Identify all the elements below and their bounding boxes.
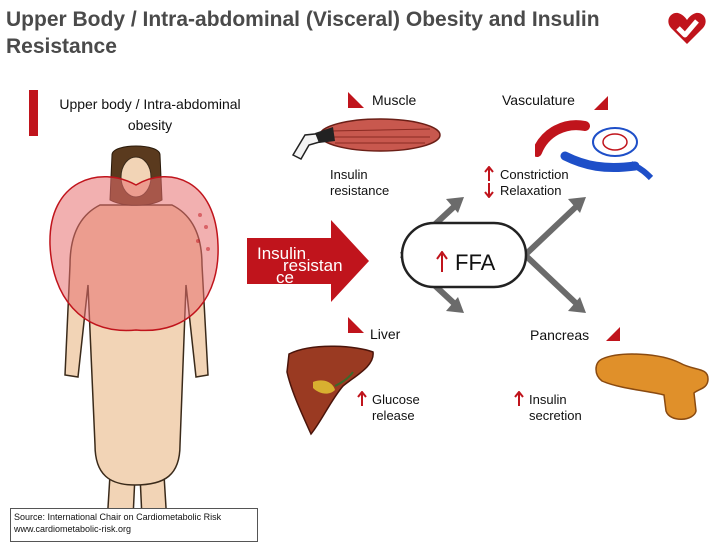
ffa-up-arrow-icon	[436, 251, 448, 272]
arrow-down-icon	[484, 183, 494, 198]
liver-label: Liver	[370, 326, 401, 342]
pancreas-illustration	[595, 353, 709, 420]
liver-illustration	[286, 345, 374, 436]
muscle-illustration	[291, 118, 441, 160]
pancreas-effect: Insulin secretion	[529, 392, 582, 423]
muscle-effect: Insulin resistance	[330, 167, 390, 198]
vasculature-effect-down: Relaxation	[500, 183, 562, 198]
heart-logo-icon	[668, 12, 706, 44]
center-arrow-line2: resistan	[283, 256, 343, 275]
obesity-label-bar	[29, 90, 38, 136]
vasculature-effect-up: Constriction	[500, 167, 569, 182]
muscle-marker-icon	[348, 92, 364, 108]
pancreas-marker-icon	[606, 327, 620, 341]
arrow-up-icon	[484, 166, 494, 181]
ffa-label: FFA	[455, 250, 496, 275]
liver-up-arrow-icon	[357, 391, 367, 406]
page-title: Upper Body / Intra-abdominal (Visceral) …	[6, 8, 600, 58]
center-arrow-line3: ce	[276, 268, 294, 287]
liver-marker-icon	[348, 317, 364, 333]
muscle-label: Muscle	[372, 92, 417, 108]
source-box: Source: International Chair on Cardiomet…	[10, 508, 258, 542]
body-figure	[49, 145, 219, 540]
vasculature-illustration	[535, 120, 654, 181]
four-way-arrow-diagram	[399, 197, 586, 313]
obesity-label: Upper body / Intra-abdominal obesity	[59, 96, 241, 133]
vasculature-label: Vasculature	[502, 92, 575, 108]
liver-effect: Glucose release	[372, 392, 420, 423]
center-arrow-line1: Insulin	[257, 244, 307, 263]
insulin-resistance-arrow	[247, 220, 369, 302]
pancreas-up-arrow-icon	[514, 391, 524, 406]
vasculature-marker-icon	[594, 96, 608, 110]
pancreas-label: Pancreas	[530, 327, 590, 343]
source-line2: www.cardiometabolic-risk.org	[14, 524, 132, 534]
source-line1: Source: International Chair on Cardiomet…	[14, 512, 222, 522]
